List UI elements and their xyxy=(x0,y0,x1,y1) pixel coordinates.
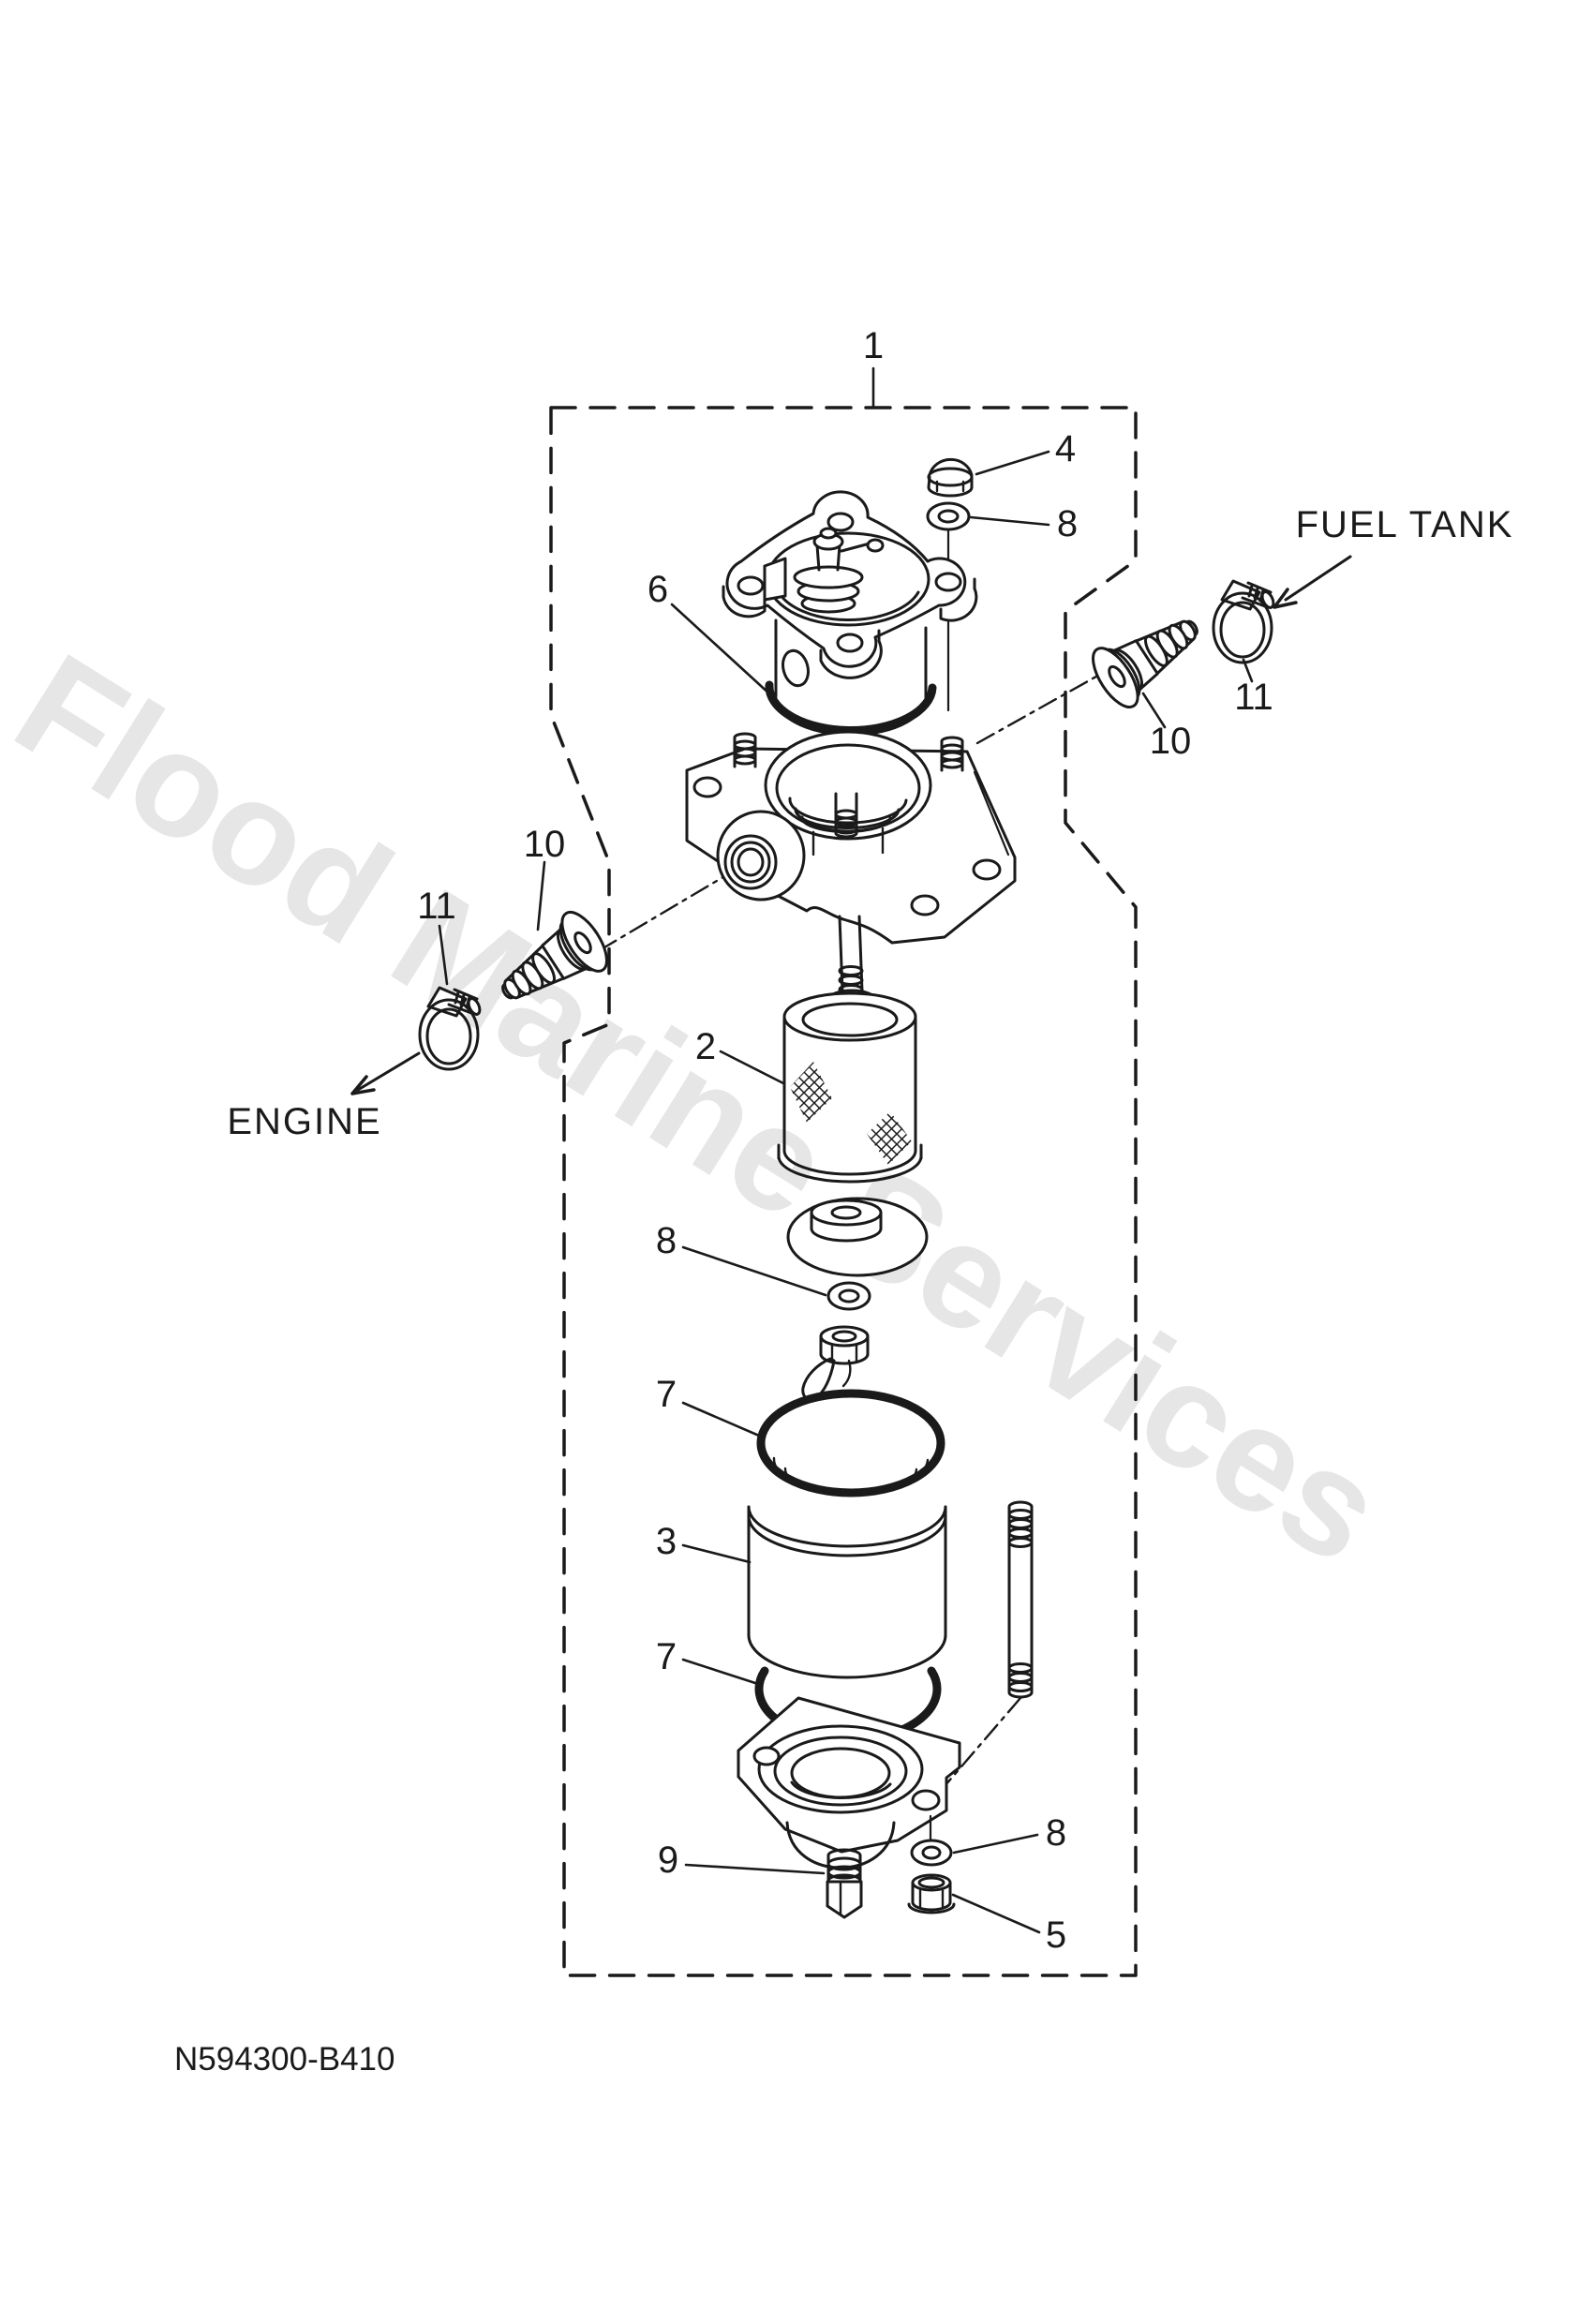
engine-arrow xyxy=(350,1051,421,1095)
engine-fitting-10 xyxy=(484,903,618,1023)
callout-7-upper: 7 xyxy=(655,1374,677,1415)
filter-element-2 xyxy=(777,991,923,1184)
washer-8-mid xyxy=(826,1281,871,1311)
callout-8-mid: 8 xyxy=(655,1220,677,1261)
bottom-bracket xyxy=(737,1696,961,1870)
callout-1: 1 xyxy=(862,325,885,366)
fuel-fitting-10 xyxy=(1082,596,1215,716)
drawing-number: N594300-B410 xyxy=(174,2041,395,2078)
assembly-boundary-dashed-box xyxy=(549,406,1138,1977)
callout-10-fuel: 10 xyxy=(1149,721,1192,762)
engine-clamp-11 xyxy=(418,986,484,1071)
callout-8-top: 8 xyxy=(1056,503,1079,544)
callout-2: 2 xyxy=(694,1026,717,1067)
callout-3: 3 xyxy=(655,1521,677,1562)
cap-4 xyxy=(927,457,974,498)
engine-port-boss xyxy=(716,810,806,901)
callout-6: 6 xyxy=(647,569,669,610)
callout-9: 9 xyxy=(657,1840,679,1881)
nut-5 xyxy=(907,1873,956,1914)
bracket-stud-left xyxy=(733,732,757,768)
callout-10-engine: 10 xyxy=(523,824,566,865)
leader-lines xyxy=(438,366,1254,1934)
washer-8-top xyxy=(926,501,971,531)
pump-cover-assembly xyxy=(722,490,978,737)
callout-8-bottom: 8 xyxy=(1045,1812,1067,1854)
o-ring-6 xyxy=(765,680,937,735)
callout-4: 4 xyxy=(1054,428,1077,469)
engine-label: ENGINE xyxy=(227,1101,382,1142)
callout-7-lower: 7 xyxy=(655,1636,677,1677)
cup-seal-dome xyxy=(786,1197,929,1277)
callout-5: 5 xyxy=(1045,1914,1067,1956)
bracket-stud-down xyxy=(834,792,858,839)
callout-11-fuel: 11 xyxy=(1234,677,1273,718)
bracket-stud-right xyxy=(940,736,964,772)
filter-cup-3 xyxy=(747,1505,947,1679)
fuel-tank-arrow xyxy=(1273,555,1352,609)
callout-11-engine: 11 xyxy=(417,886,456,927)
fuel-tank-label: FUEL TANK xyxy=(1295,504,1514,545)
primer-plunger xyxy=(763,527,885,614)
fuel-clamp-11 xyxy=(1212,579,1277,664)
washer-8-bottom xyxy=(910,1839,953,1867)
drain-bolt-9 xyxy=(826,1848,863,1919)
filter-bracket xyxy=(685,730,1017,945)
wing-nut xyxy=(801,1325,870,1401)
o-ring-7-upper xyxy=(756,1389,945,1497)
fuel-fitting-centerline xyxy=(975,663,1120,745)
